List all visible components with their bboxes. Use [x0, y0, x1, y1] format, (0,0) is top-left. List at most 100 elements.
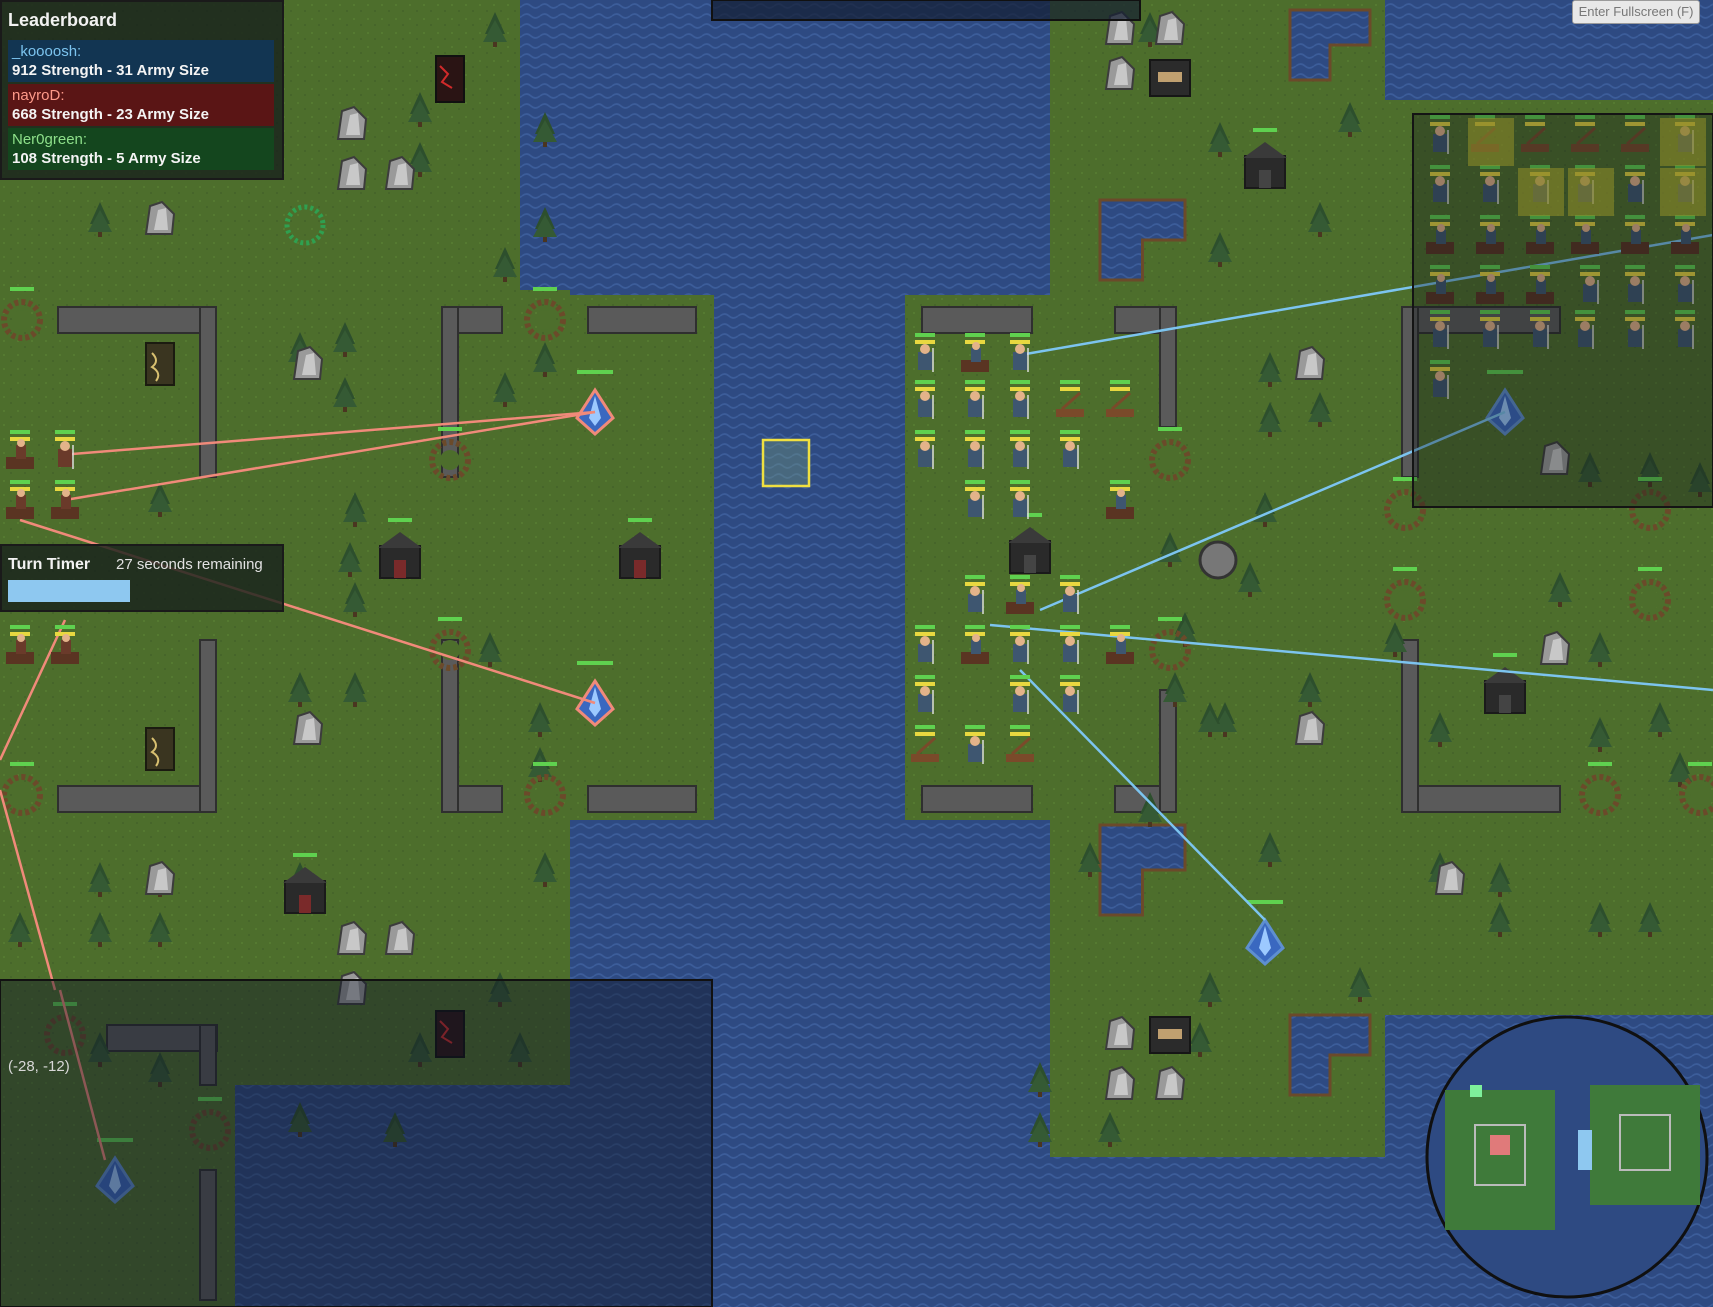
palisade-icon [1629, 477, 1671, 531]
tree-icon [1258, 832, 1282, 867]
leaderboard-entry: Ner0green: 108 Strength - 5 Army Size [8, 128, 274, 170]
fog-of-war [0, 979, 713, 1307]
rock-icon [1294, 345, 1326, 380]
palisade-icon [1384, 567, 1426, 621]
catapult-unit-icon [1006, 725, 1034, 762]
tree-icon [1138, 12, 1162, 47]
tree-icon [1588, 717, 1612, 752]
rock-icon [1539, 630, 1571, 665]
tree-icon [148, 1052, 172, 1087]
pond-tile [1098, 198, 1187, 282]
palisade-icon [524, 762, 566, 816]
palisade-icon [1679, 762, 1713, 816]
catapult-unit-icon [1571, 115, 1599, 152]
selected-unit-highlight [1568, 168, 1614, 216]
player-stats: 108 Strength - 5 Army Size [12, 150, 201, 167]
selected-unit-highlight [1468, 118, 1514, 166]
catapult-unit-icon [1106, 380, 1134, 417]
cavalry-unit-icon [1621, 215, 1649, 254]
tree-icon [148, 912, 172, 947]
tree-icon [1348, 967, 1372, 1002]
tree-icon [1238, 562, 1262, 597]
stone-wall [57, 785, 217, 813]
rock-icon [144, 200, 176, 235]
tree-icon [533, 342, 557, 377]
player-name: nayroD: [12, 87, 65, 104]
palisade-icon [524, 287, 566, 341]
enter-fullscreen-button[interactable]: Enter Fullscreen (F) [1572, 0, 1700, 24]
tree-icon [1298, 672, 1322, 707]
knight-unit-icon [1010, 480, 1030, 519]
tree-icon [1098, 1112, 1122, 1147]
turn-timer-remaining: 27 seconds remaining [116, 556, 263, 573]
rock-icon [1154, 1065, 1186, 1100]
ruined-tower-icon [435, 55, 465, 103]
cavalry-unit-icon [1671, 215, 1699, 254]
tree-icon [1488, 902, 1512, 937]
barracks-icon [283, 853, 327, 914]
stone-wall [1159, 689, 1177, 813]
cavalry-unit-icon [1571, 215, 1599, 254]
army-roster-panel [1412, 113, 1713, 508]
attack-line [1019, 669, 1266, 921]
top-bar [711, 0, 1141, 21]
stone-wall [199, 1024, 217, 1086]
tree-icon [1638, 452, 1662, 487]
turn-timer-panel: Turn Timer 27 seconds remaining [0, 544, 284, 612]
tree-icon [478, 632, 502, 667]
attack-line [58, 989, 107, 1161]
forge-icon [1149, 59, 1191, 97]
knight-unit-icon [1580, 265, 1600, 304]
tree-icon [1198, 702, 1222, 737]
knight-unit-icon [1060, 430, 1080, 469]
palisade-icon [1, 762, 43, 816]
knight-unit-icon [1430, 310, 1450, 349]
tree-icon [488, 972, 512, 1007]
cavalry-unit-icon [961, 625, 989, 664]
tree-icon [1383, 622, 1407, 657]
knight-unit-icon [1430, 360, 1450, 399]
rock-icon [292, 345, 324, 380]
turn-timer-label: Turn Timer [8, 556, 91, 573]
knight-unit-icon [915, 625, 935, 664]
tree-icon [383, 1112, 407, 1147]
tree-icon [408, 142, 432, 177]
tree-icon [343, 492, 367, 527]
tree-icon [1258, 402, 1282, 437]
tree-icon [493, 372, 517, 407]
cavalry-unit-icon [6, 625, 34, 664]
knight-unit-icon [965, 575, 985, 614]
tree-icon [88, 1032, 112, 1067]
knight-unit-icon [1430, 165, 1450, 204]
tree-icon [338, 542, 362, 577]
tree-icon [343, 672, 367, 707]
tree-icon [1308, 392, 1332, 427]
knight-unit-icon [1010, 675, 1030, 714]
cavalry-unit-icon [1526, 265, 1554, 304]
cavalry-unit-icon [6, 430, 34, 469]
knight-unit-icon [1480, 165, 1500, 204]
tree-icon [88, 912, 112, 947]
rock-icon [384, 155, 416, 190]
tree-icon [533, 207, 557, 242]
barracks-icon [1008, 513, 1052, 574]
catapult-unit-icon [1521, 115, 1549, 152]
tree-icon [1028, 1062, 1052, 1097]
tree-icon [408, 92, 432, 127]
cavalry-unit-icon [1106, 480, 1134, 519]
knight-unit-icon [1480, 310, 1500, 349]
rock-icon [1539, 440, 1571, 475]
tree-icon [1588, 902, 1612, 937]
player-stats: 912 Strength - 31 Army Size [12, 62, 210, 79]
knight-unit-icon [1010, 625, 1030, 664]
palisade-icon [44, 1002, 86, 1056]
catapult-unit-icon [911, 725, 939, 762]
cavalry-unit-icon [1106, 625, 1134, 664]
tree-icon [1163, 672, 1187, 707]
cavalry-unit-icon [51, 480, 79, 519]
tree-icon [533, 112, 557, 147]
tree-icon [493, 247, 517, 282]
stone-wall [587, 785, 697, 813]
